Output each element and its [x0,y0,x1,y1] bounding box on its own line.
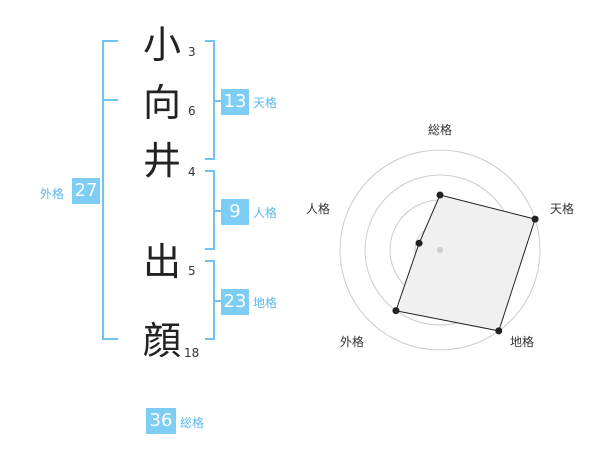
soukaku-badge: 36 [146,408,176,434]
gaikaku-bracket-top [102,40,118,42]
radar-center-dot [437,247,443,253]
jinkaku-bracket-bottom [205,248,215,250]
jinkaku-label: 人格 [253,206,278,220]
radar-point-1 [436,191,444,199]
radar-point-3 [495,327,503,335]
chikaku-label: 地格 [253,296,278,310]
stroke-count-4: 5 [188,264,196,278]
radar-polygon [395,194,536,332]
tenkaku-bracket-top [205,40,215,42]
gaikaku-bracket-bottom [102,338,118,340]
stroke-count-3: 4 [188,165,196,179]
tenkaku-bracket-bottom [205,158,215,160]
radar-point-5 [415,239,423,247]
radar-point-4 [392,307,400,315]
stroke-count-5: 18 [184,346,200,360]
jinkaku-badge: 9 [221,199,249,225]
chikaku-bracket-connector [213,300,221,302]
name-char-1: 小 [142,23,181,67]
gaikaku-bracket-mid [102,99,118,101]
tenkaku-badge: 13 [221,89,249,115]
name-char-4: 出 [142,240,181,284]
chikaku-badge: 23 [221,289,249,315]
chikaku-bracket-bottom [205,338,215,340]
soukaku-label: 総格 [180,416,205,430]
radar-axis-label-tenkaku: 天格 [550,201,574,216]
radar-axis-label-jinkaku: 人格 [306,201,330,216]
chikaku-bracket-top [205,260,215,262]
tenkaku-label: 天格 [253,96,278,110]
radar-axis-label-gaikaku: 外格 [340,334,364,349]
name-char-5: 顔 [142,319,181,363]
radar-axis-label-chikaku: 地格 [510,334,534,349]
name-char-2: 向 [142,81,181,125]
radar-ring-4 [339,149,541,351]
radar-axis-label-soukaku: 総格 [428,122,452,137]
stroke-count-2: 6 [188,104,196,118]
jinkaku-bracket-top [205,170,215,172]
stroke-count-1: 3 [188,45,196,59]
name-char-3: 井 [142,139,181,183]
gaikaku-label: 外格 [40,187,65,201]
gaikaku-bracket-vertical [102,40,104,340]
radar-point-2 [531,215,539,223]
tenkaku-bracket-connector [213,100,221,102]
gaikaku-badge: 27 [72,178,100,204]
jinkaku-bracket-connector [213,210,221,212]
